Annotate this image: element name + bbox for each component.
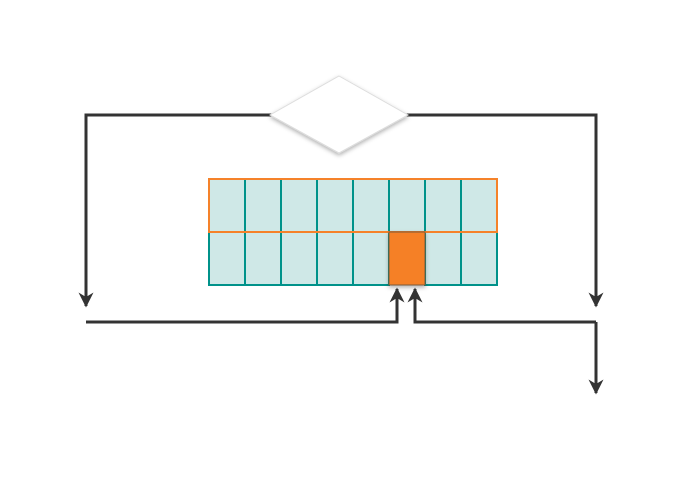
grid-cell	[280, 231, 318, 286]
connector-left-branch	[78, 113, 272, 308]
highlighted-cell	[388, 231, 426, 286]
grid-cell	[316, 178, 354, 233]
grid-cell	[244, 231, 282, 286]
grid-cell	[424, 231, 462, 286]
grid-cell	[460, 178, 498, 233]
grid-cell	[280, 178, 318, 233]
grid-cell	[316, 231, 354, 286]
grid-cell	[352, 178, 390, 233]
grid-cell	[208, 178, 246, 233]
grid-cell	[244, 178, 282, 233]
connector-right-to-cell	[407, 287, 596, 324]
grid-cell	[460, 231, 498, 286]
grid-cell	[388, 178, 426, 233]
grid-cell	[424, 178, 462, 233]
connector-right-branch	[406, 113, 604, 308]
connector-left-to-cell	[86, 287, 405, 324]
memory-grid	[208, 178, 498, 286]
grid-cell	[208, 231, 246, 286]
decision-diamond	[268, 75, 410, 154]
top-row-outline	[208, 178, 498, 233]
grid-cell	[352, 231, 390, 286]
